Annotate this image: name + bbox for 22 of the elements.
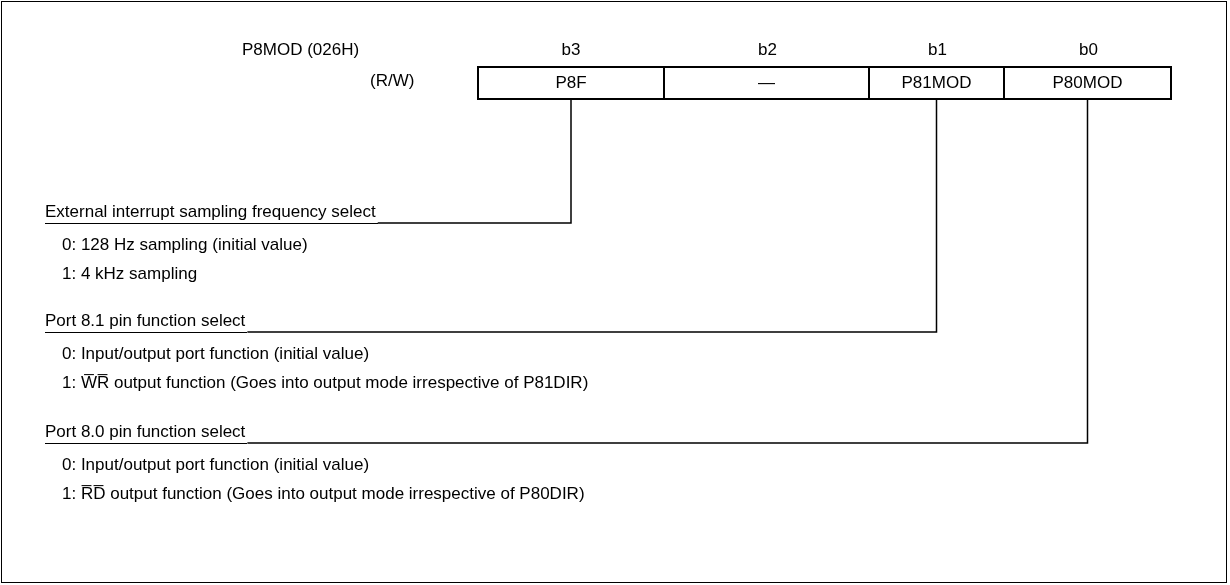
- register-bit-cell: P81MOD: [868, 66, 1005, 100]
- field-description: Port 8.1 pin function select: [45, 311, 248, 333]
- register-bit-cell: —: [663, 66, 870, 100]
- setting-option: 0: 128 Hz sampling (initial value): [62, 235, 308, 255]
- register-bit-cell: P8F: [477, 66, 665, 100]
- bit-number: b2: [757, 40, 778, 60]
- setting-option: 1: W̅R̅ output function (Goes into output mode irrespective of P81DIR): [62, 373, 589, 393]
- field-description: Port 8.0 pin function select: [45, 422, 248, 444]
- setting-option: 1: R̅D̅ output function (Goes into output mode irrespective of P80DIR): [62, 484, 585, 504]
- bit-number: b0: [1078, 40, 1099, 60]
- leader-line: [246, 99, 938, 333]
- setting-option: 0: Input/output port function (initial value): [62, 455, 370, 475]
- setting-option: 1: 4 kHz sampling: [62, 264, 198, 284]
- leader-line: [246, 99, 1089, 444]
- field-description: External interrupt sampling frequency select: [45, 202, 378, 224]
- register-name: P8MOD (026H): [242, 40, 360, 60]
- bit-number: b3: [560, 40, 582, 60]
- register-bit-cell: P80MOD: [1003, 66, 1172, 100]
- leader-line: [377, 99, 572, 224]
- access-mode: (R/W): [370, 71, 415, 91]
- bit-number: b1: [927, 40, 948, 60]
- setting-option: 0: Input/output port function (initial value): [62, 344, 370, 364]
